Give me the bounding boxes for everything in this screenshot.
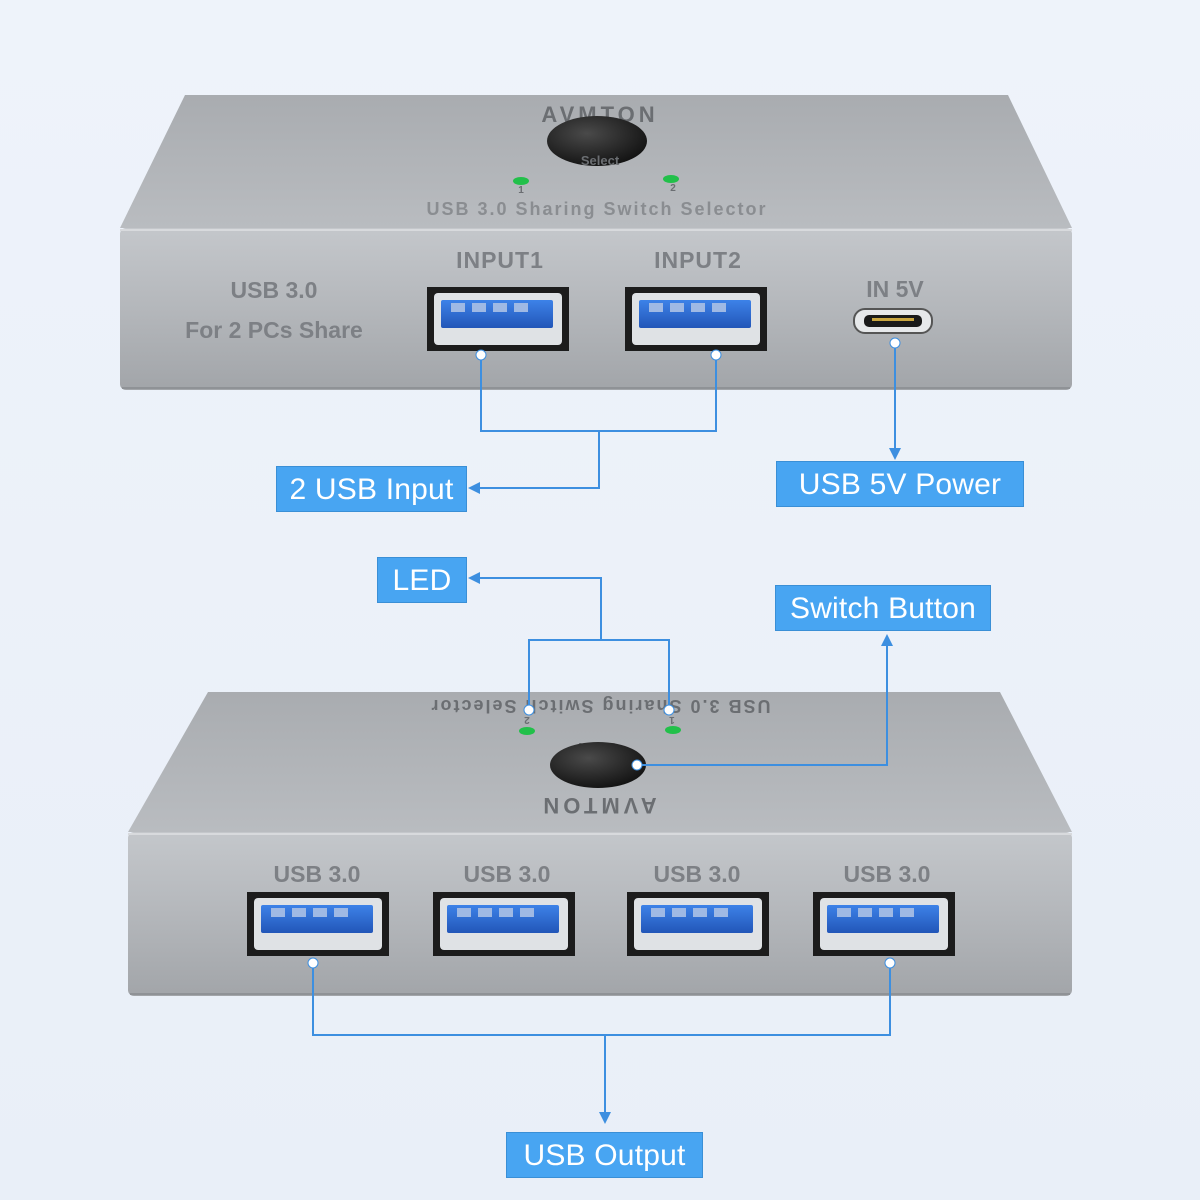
output4-label: USB 3.0 <box>844 861 931 887</box>
top-model-text: USB 3.0 Sharing Switch Selector <box>426 199 767 219</box>
led-connector-to-label <box>473 577 602 640</box>
arrow-usb-power <box>889 448 901 460</box>
top-led-1 <box>513 177 529 185</box>
top-led-2-label: 2 <box>670 183 676 194</box>
usb-port-input1[interactable] <box>427 287 569 351</box>
connector-lines <box>312 344 896 1120</box>
bottom-led-2-label: 2 <box>524 714 530 725</box>
output3-label: USB 3.0 <box>654 861 741 887</box>
input2-label: INPUT2 <box>654 247 742 273</box>
arrow-usb-output <box>599 1112 611 1124</box>
usb-port-output2[interactable] <box>433 892 575 956</box>
usb-port-output1[interactable] <box>247 892 389 956</box>
usb-power-callout: USB 5V Power <box>776 461 1024 507</box>
arrow-switch-button <box>881 634 893 646</box>
usb-port-input2[interactable] <box>625 287 767 351</box>
usb-output-callout: USB Output <box>506 1132 703 1178</box>
top-device: AVMTON Select 1 2 USB 3.0 Sharing Switch… <box>120 95 1072 390</box>
bottom-select-button[interactable] <box>550 742 646 788</box>
led-callout: LED <box>377 557 467 603</box>
bottom-model-text: USB 3.0 Sharing Switch Selector <box>429 696 770 716</box>
led-connector <box>528 639 670 710</box>
output2-label: USB 3.0 <box>464 861 551 887</box>
bottom-led-2 <box>519 727 535 735</box>
top-device-front-face <box>120 228 1072 390</box>
bottom-brand-logo: AVMTON <box>539 793 656 818</box>
top-select-label: Select <box>581 153 620 168</box>
connector-dots <box>307 337 901 969</box>
bottom-device: USB 3.0 Sharing Switch Selector 2 1 Sele… <box>128 692 1072 996</box>
arrow-usb-input <box>468 482 480 494</box>
bottom-led-1 <box>665 726 681 734</box>
output1-label: USB 3.0 <box>274 861 361 887</box>
micro-usb-power-port[interactable] <box>853 308 933 334</box>
usb-port-output3[interactable] <box>627 892 769 956</box>
power-port-label: IN 5V <box>866 276 924 302</box>
switch-connector <box>637 638 888 766</box>
top-side-text-line1: USB 3.0 <box>231 277 318 303</box>
top-led-2 <box>663 175 679 183</box>
output-connector <box>312 963 891 1036</box>
input-connector-to-label <box>472 431 600 489</box>
switch-button-callout: Switch Button <box>775 585 991 631</box>
bottom-led-1-label: 1 <box>669 714 675 725</box>
top-side-text-line2: For 2 PCs Share <box>185 317 363 343</box>
connector-arrowheads <box>468 448 901 1124</box>
usb-port-output4[interactable] <box>813 892 955 956</box>
usb-input-callout: 2 USB Input <box>276 466 467 512</box>
top-led-1-label: 1 <box>518 185 524 196</box>
top-select-button[interactable] <box>547 116 647 166</box>
input1-label: INPUT1 <box>456 247 544 273</box>
arrow-led <box>468 572 480 584</box>
